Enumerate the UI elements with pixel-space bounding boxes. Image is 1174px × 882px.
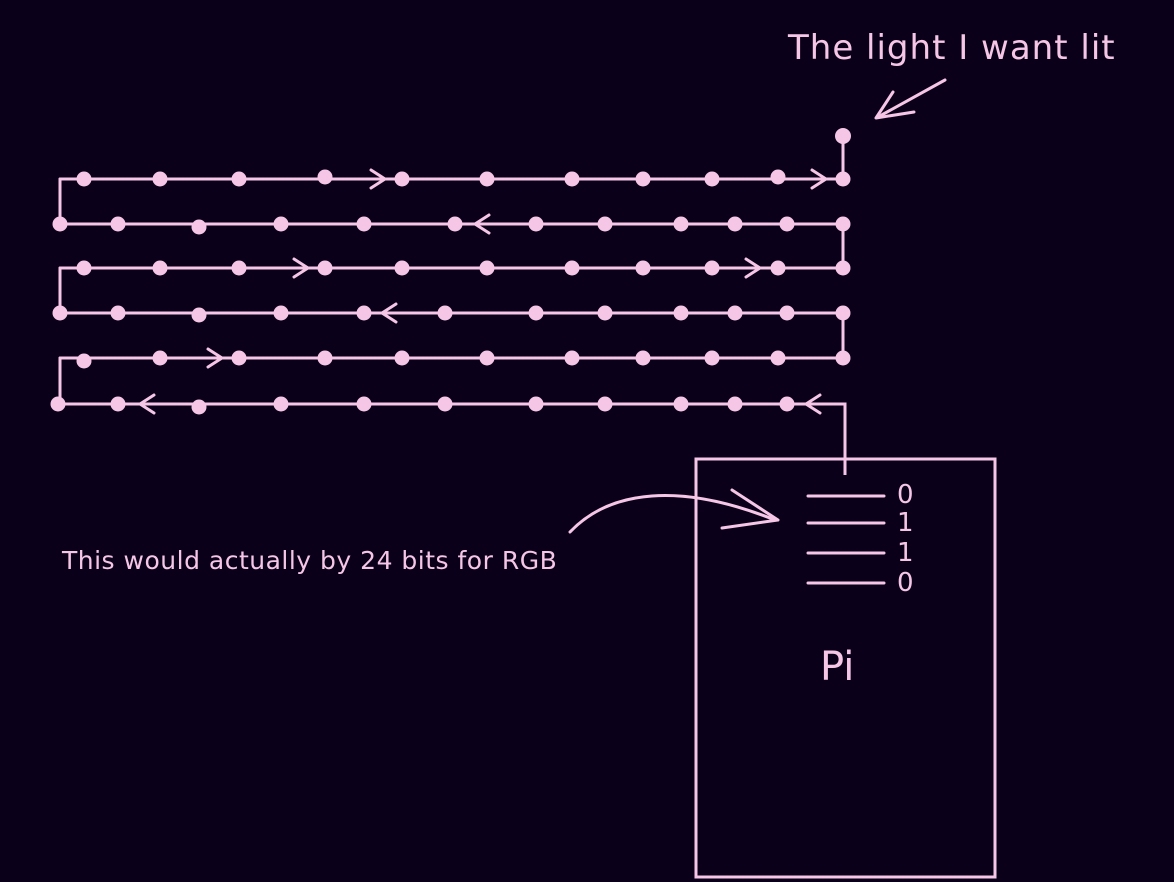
led [673, 216, 689, 232]
led [779, 396, 795, 412]
led [52, 216, 68, 232]
led [191, 399, 207, 415]
led [110, 216, 126, 232]
bit-value-0: 0 [897, 480, 914, 510]
led [76, 260, 92, 276]
direction-arrows [138, 168, 828, 415]
led [835, 350, 851, 366]
led [835, 216, 851, 232]
led [231, 171, 247, 187]
led [564, 350, 580, 366]
led [76, 353, 92, 369]
led [597, 305, 613, 321]
led [635, 350, 651, 366]
led [727, 396, 743, 412]
led [779, 216, 795, 232]
led [152, 260, 168, 276]
led [704, 350, 720, 366]
led [152, 350, 168, 366]
led [50, 396, 66, 412]
led [317, 169, 333, 185]
led [564, 260, 580, 276]
led [317, 260, 333, 276]
bit-value-3: 0 [897, 568, 914, 598]
led [528, 305, 544, 321]
led [704, 171, 720, 187]
pi-label: Pi [820, 644, 855, 690]
led [52, 305, 68, 321]
led [191, 219, 207, 235]
led [835, 260, 851, 276]
led [317, 350, 333, 366]
led [231, 260, 247, 276]
led-dots [50, 169, 851, 415]
led [727, 216, 743, 232]
led [273, 396, 289, 412]
led [479, 260, 495, 276]
target-light [835, 128, 851, 144]
bit-value-1: 1 [897, 508, 914, 538]
led [479, 350, 495, 366]
bit-lines [806, 494, 886, 585]
bits-note-label: This would actually by 24 bits for RGB [62, 546, 558, 575]
led [835, 305, 851, 321]
led [394, 350, 410, 366]
led [770, 350, 786, 366]
led [635, 260, 651, 276]
led [231, 350, 247, 366]
led [110, 396, 126, 412]
side-label-arrowhead [720, 488, 780, 530]
led [635, 171, 651, 187]
led [110, 305, 126, 321]
led [597, 216, 613, 232]
led [191, 307, 207, 323]
led [528, 216, 544, 232]
led [394, 260, 410, 276]
led [447, 216, 463, 232]
target-light-label: The light I want lit [788, 28, 1116, 68]
led [770, 169, 786, 185]
top-label-arrowhead [874, 90, 916, 120]
top-label-arrow [876, 78, 947, 119]
led [356, 216, 372, 232]
led [437, 305, 453, 321]
led [770, 260, 786, 276]
pi-to-strip-wire [800, 402, 847, 475]
led [356, 305, 372, 321]
led [779, 305, 795, 321]
led [273, 216, 289, 232]
led [76, 171, 92, 187]
led [564, 171, 580, 187]
led [597, 396, 613, 412]
led [152, 171, 168, 187]
led [528, 396, 544, 412]
led [479, 171, 495, 187]
side-label-arrow [568, 494, 777, 534]
led [673, 305, 689, 321]
led [437, 396, 453, 412]
led [704, 260, 720, 276]
led [273, 305, 289, 321]
bit-value-2: 1 [897, 538, 914, 568]
led [356, 396, 372, 412]
strip-wires [58, 177, 845, 406]
led [673, 396, 689, 412]
led [727, 305, 743, 321]
led [394, 171, 410, 187]
